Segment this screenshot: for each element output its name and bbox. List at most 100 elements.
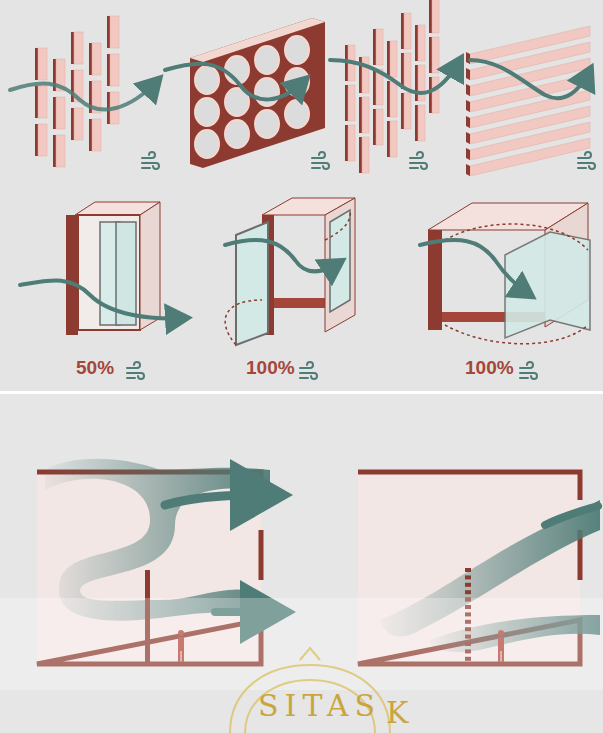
slat-edge: [71, 32, 74, 64]
slat-edge: [387, 41, 390, 77]
slat: [362, 57, 369, 93]
slat-edge: [345, 125, 348, 161]
wind-icon: [300, 373, 317, 379]
wind-icon: [127, 377, 135, 379]
wind-icon: [578, 163, 595, 169]
wind-icon: [520, 377, 528, 379]
slat-edge: [373, 29, 376, 65]
wind-icon: [410, 167, 418, 169]
breeze-block-wall: [190, 18, 325, 168]
breeze-hole: [195, 98, 219, 126]
slat-edge: [345, 85, 348, 121]
slat-edge: [89, 43, 92, 75]
louver-blade: [465, 583, 471, 587]
slat-edge: [53, 97, 56, 129]
slat-edge: [373, 69, 376, 105]
wind-icon: [300, 377, 308, 379]
slat-edge: [107, 16, 110, 48]
slat-edge: [415, 25, 418, 61]
slat-edge: [359, 137, 362, 173]
slat: [74, 32, 83, 64]
slat: [110, 16, 119, 48]
wind-icon: [312, 163, 329, 169]
slat: [92, 43, 101, 75]
slat: [376, 29, 383, 65]
slat-edge: [415, 65, 418, 101]
louver-blade: [465, 575, 471, 579]
slat-edge: [359, 97, 362, 133]
louver-edge: [466, 52, 470, 64]
slat-edge: [415, 105, 418, 141]
slat: [56, 135, 65, 167]
watermark: K: [386, 695, 414, 730]
louver-edge: [466, 132, 470, 144]
breeze-hole: [255, 46, 279, 74]
slat: [390, 81, 397, 117]
slat: [390, 121, 397, 157]
slat-edge: [429, 77, 432, 113]
staggered-slats: [35, 16, 119, 167]
louver-blade: [465, 568, 471, 572]
slat: [110, 54, 119, 86]
louver-edge: [466, 100, 470, 112]
wind-icon: [300, 362, 313, 368]
slat-edge: [35, 124, 38, 156]
slat: [38, 124, 47, 156]
slat: [362, 97, 369, 133]
wind-icon: [142, 152, 155, 158]
slat-edge: [71, 108, 74, 140]
airflow-arrow: [165, 64, 305, 100]
slat: [56, 97, 65, 129]
slat: [404, 13, 411, 49]
slat: [418, 25, 425, 61]
slat: [404, 93, 411, 129]
slat-edge: [35, 48, 38, 80]
slat-edge: [53, 135, 56, 167]
wind-icon: [312, 167, 320, 169]
slat-edge: [373, 109, 376, 145]
louver-edge: [466, 164, 470, 176]
slat: [362, 137, 369, 173]
slat: [432, 77, 439, 113]
slat-edge: [401, 93, 404, 129]
slat: [418, 65, 425, 101]
wind-icon: [410, 152, 423, 158]
wind-icon: [127, 362, 140, 368]
slat: [74, 108, 83, 140]
louver-edge: [466, 84, 470, 96]
slat: [38, 86, 47, 118]
breeze-hole: [195, 66, 219, 94]
dense-slats: [345, 0, 439, 173]
wind-icon: [142, 167, 150, 169]
wind-icon: [520, 373, 537, 379]
slat: [376, 109, 383, 145]
slat-edge: [387, 121, 390, 157]
airflow-arrow: [10, 80, 158, 110]
slat-edge: [89, 119, 92, 151]
slat: [38, 48, 47, 80]
airflow-arrow: [330, 60, 460, 93]
overlay-band: [0, 598, 603, 690]
wind-icon: [520, 362, 533, 368]
slat-edge: [429, 0, 432, 33]
wind-icon: [578, 152, 591, 158]
slat: [348, 125, 355, 161]
airflow-arrow: [470, 60, 590, 98]
wind-icon: [127, 373, 144, 379]
slat: [404, 53, 411, 89]
slat: [418, 105, 425, 141]
breeze-hole: [225, 120, 249, 148]
wind-icon: [312, 152, 325, 158]
louver-blade: [465, 590, 471, 594]
sliding-window: [20, 202, 185, 335]
breeze-hole: [195, 130, 219, 158]
louver-edge: [466, 148, 470, 160]
slat-edge: [107, 54, 110, 86]
wind-icon: [578, 167, 586, 169]
watermark: SITAS: [258, 688, 381, 723]
slat-edge: [401, 13, 404, 49]
percentage-label: 50%: [76, 357, 114, 379]
slat-edge: [71, 70, 74, 102]
breeze-hole: [255, 110, 279, 138]
pivot-window: [420, 203, 590, 344]
